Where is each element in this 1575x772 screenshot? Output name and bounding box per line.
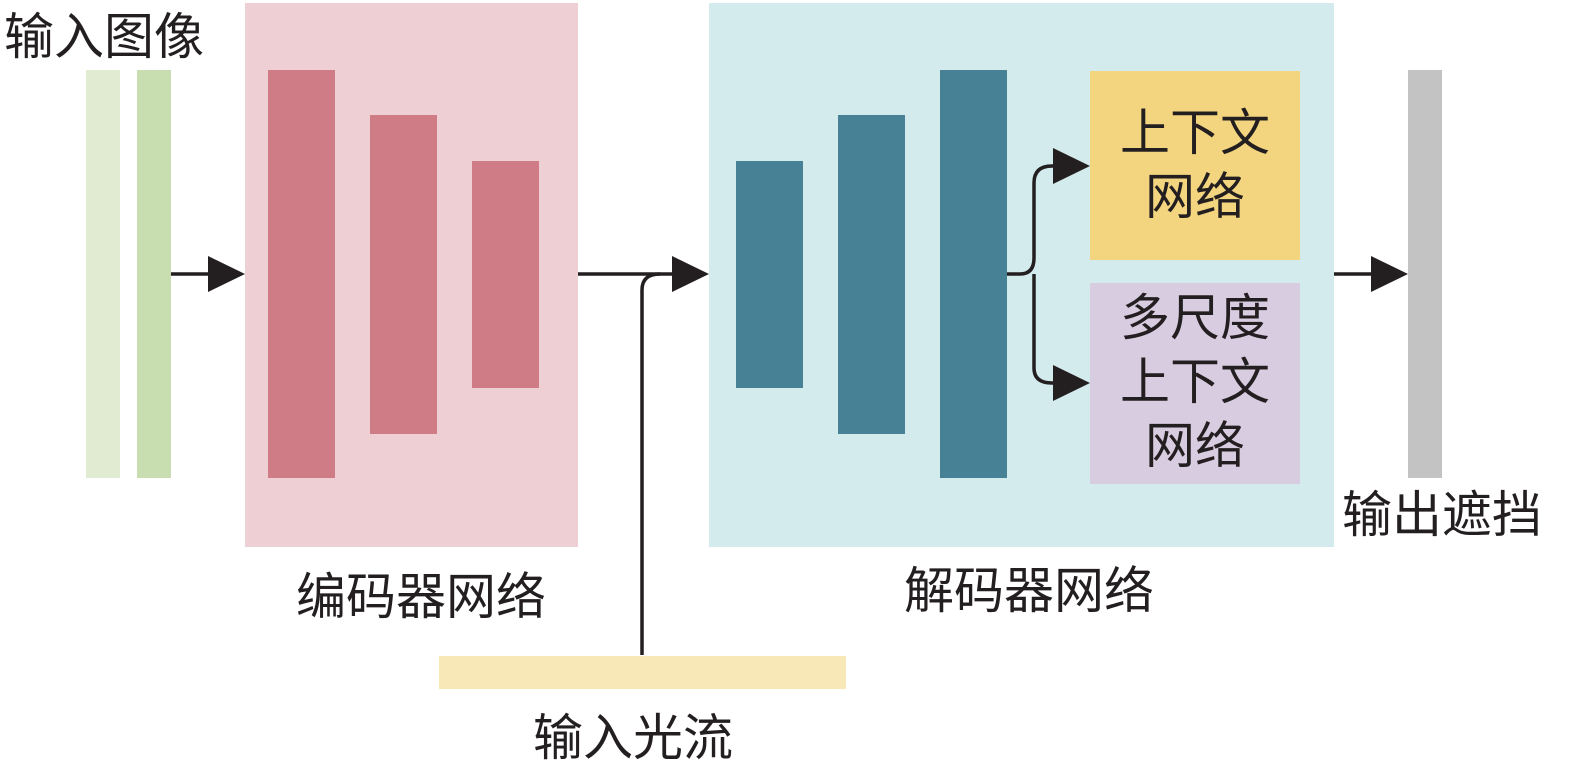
decoder-network-label: 解码器网络 [904, 562, 1154, 620]
decoder-block-1 [736, 161, 803, 388]
arrow-head-to-context [1053, 148, 1090, 184]
input-image-label: 输入图像 [4, 8, 204, 66]
encoder-network-label: 编码器网络 [296, 568, 546, 626]
context-network-label: 上下文 网络 [1120, 104, 1270, 226]
input-frame-2 [137, 70, 171, 478]
multiscale-context-network-box [1090, 283, 1300, 484]
decoder-branch-line [1007, 164, 1056, 385]
input-flow-bar [439, 656, 846, 689]
input-flow-label: 输入光流 [533, 709, 733, 767]
arrow-head-to-multiscale [1053, 365, 1090, 401]
encoder-block-3 [472, 161, 539, 388]
arrow-head-to-output [1371, 256, 1408, 292]
decoder-block-3 [940, 70, 1007, 478]
output-mask-bar [1408, 70, 1442, 478]
encoder-block-1 [268, 70, 335, 478]
arrow-head-input-to-encoder [208, 256, 245, 292]
encoder-block-2 [370, 115, 437, 434]
flow-merge-line [640, 272, 661, 655]
multiscale-context-network-label: 多尺度 上下文 网络 [1120, 289, 1270, 475]
arrow-head-encoder-to-decoder [672, 256, 709, 292]
input-frame-1 [86, 70, 120, 478]
decoder-block-2 [838, 115, 905, 434]
context-network-box [1090, 71, 1300, 260]
output-mask-label: 输出遮挡 [1342, 486, 1542, 544]
